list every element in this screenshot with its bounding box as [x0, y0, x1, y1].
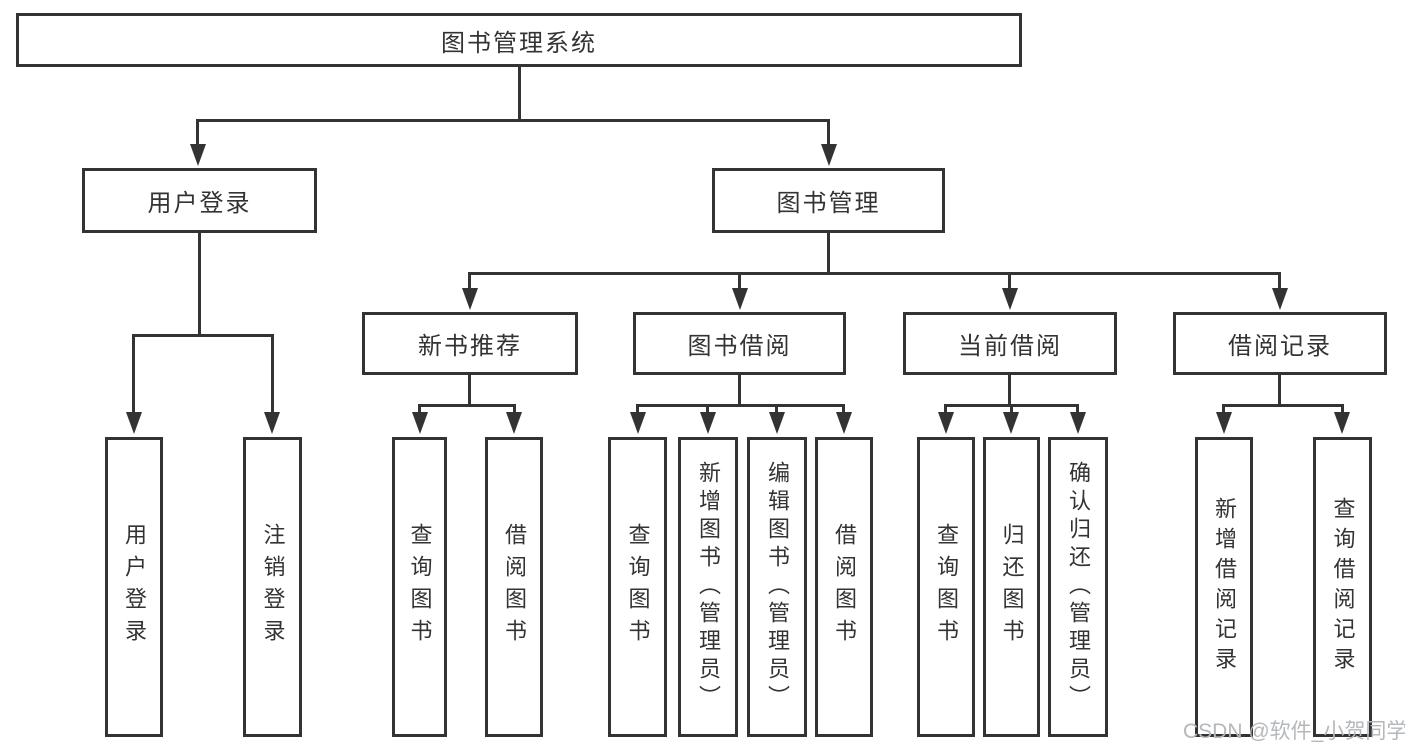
node-label: 查询借阅记录 — [1330, 497, 1356, 677]
node-leaf-add-book-admin: 新增图书（管理员） — [678, 437, 738, 737]
node-label: 当前借阅 — [958, 333, 1062, 360]
connector-line — [1341, 404, 1344, 418]
node-label: 新书推荐 — [418, 333, 522, 360]
connector-line — [198, 232, 201, 336]
arrowhead-down-icon — [190, 144, 206, 166]
node-label: 查询图书 — [934, 523, 959, 651]
connector-line — [1222, 404, 1344, 407]
arrowhead-down-icon — [264, 412, 280, 434]
node-label: 借阅记录 — [1228, 333, 1332, 360]
arrowhead-down-icon — [1070, 412, 1086, 434]
connector-line — [842, 404, 845, 418]
connector-line — [468, 272, 1281, 275]
connector-line — [827, 232, 830, 274]
arrowhead-down-icon — [732, 288, 748, 310]
node-label: 借阅图书 — [832, 523, 857, 651]
connector-line — [513, 404, 516, 418]
connector-line — [1010, 404, 1013, 418]
arrowhead-down-icon — [769, 412, 785, 434]
node-label: 查询图书 — [625, 523, 651, 651]
node-leaf-user-login: 用户登录 — [105, 437, 163, 737]
connector-line — [636, 404, 844, 407]
node-current-borrow: 当前借阅 — [903, 312, 1117, 375]
node-label: 用户登录 — [122, 523, 147, 651]
arrowhead-down-icon — [821, 144, 837, 166]
connector-line — [636, 404, 639, 418]
arrowhead-down-icon — [938, 412, 954, 434]
connector-line — [418, 404, 421, 418]
node-leaf-return-book: 归还图书 — [983, 437, 1040, 737]
node-label: 归还图书 — [999, 523, 1025, 651]
connector-line — [196, 119, 830, 122]
node-label: 查询图书 — [407, 523, 433, 651]
arrowhead-down-icon — [412, 412, 428, 434]
arrowhead-down-icon — [1216, 412, 1232, 434]
node-label: 确认归还（管理员） — [1066, 461, 1091, 713]
connector-line — [706, 404, 709, 418]
connector-line — [132, 334, 274, 337]
node-leaf-edit-book-admin: 编辑图书（管理员） — [747, 437, 807, 737]
node-label: 图书管理系统 — [441, 29, 597, 57]
arrowhead-down-icon — [126, 412, 142, 434]
node-leaf-query-book-3: 查询图书 — [917, 437, 975, 737]
connector-line — [738, 374, 741, 407]
node-leaf-borrow-book-2: 借阅图书 — [815, 437, 873, 737]
node-user-login: 用户登录 — [82, 168, 317, 233]
node-label: 新增图书（管理员） — [696, 461, 721, 713]
connector-line — [738, 272, 741, 292]
node-root: 图书管理系统 — [16, 13, 1022, 67]
node-leaf-borrow-book-1: 借阅图书 — [485, 437, 543, 737]
connector-line — [1278, 272, 1281, 292]
arrowhead-down-icon — [1334, 412, 1350, 434]
node-label: 用户登录 — [147, 190, 252, 217]
node-label: 编辑图书（管理员） — [765, 461, 790, 713]
node-book-management: 图书管理 — [712, 168, 945, 233]
node-new-book-recommend: 新书推荐 — [362, 312, 578, 375]
arrowhead-down-icon — [1003, 412, 1019, 434]
node-label: 图书借阅 — [687, 333, 792, 360]
connector-line — [132, 334, 135, 416]
arrowhead-down-icon — [700, 412, 716, 434]
connector-line — [775, 404, 778, 418]
node-label: 借阅图书 — [502, 523, 527, 651]
arrowhead-down-icon — [1272, 288, 1288, 310]
connector-line — [1076, 404, 1079, 418]
connector-line — [1222, 404, 1225, 418]
node-label: 新增借阅记录 — [1212, 497, 1237, 677]
node-leaf-query-book-1: 查询图书 — [392, 437, 447, 737]
node-borrow-records: 借阅记录 — [1173, 312, 1387, 375]
arrowhead-down-icon — [630, 412, 646, 434]
arrowhead-down-icon — [836, 412, 852, 434]
connector-line — [468, 374, 471, 407]
arrowhead-down-icon — [1002, 288, 1018, 310]
node-leaf-query-borrow-record: 查询借阅记录 — [1313, 437, 1372, 737]
connector-line — [468, 272, 471, 292]
connector-line — [827, 119, 830, 147]
node-leaf-confirm-return-admin: 确认归还（管理员） — [1048, 437, 1108, 737]
connector-line — [196, 119, 199, 147]
connector-line — [1008, 272, 1011, 292]
connector-line — [518, 67, 521, 121]
node-leaf-logout: 注销登录 — [243, 437, 302, 737]
watermark: CSDN @软件_小贺同学 — [1183, 720, 1405, 743]
connector-line — [1278, 374, 1281, 407]
connector-line — [944, 404, 947, 418]
node-label: 图书管理 — [776, 190, 881, 217]
node-book-borrow: 图书借阅 — [633, 312, 846, 375]
node-leaf-add-borrow-record: 新增借阅记录 — [1195, 437, 1253, 737]
node-leaf-query-book-2: 查询图书 — [608, 437, 667, 737]
node-label: 注销登录 — [260, 523, 286, 651]
connector-line — [418, 404, 515, 407]
arrowhead-down-icon — [506, 412, 522, 434]
arrowhead-down-icon — [462, 288, 478, 310]
connector-line — [1008, 374, 1011, 407]
connector-line — [271, 334, 274, 416]
